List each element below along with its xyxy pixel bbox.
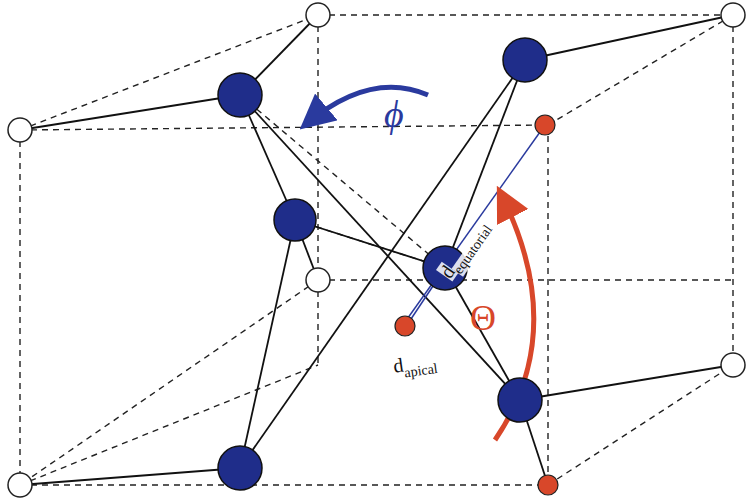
distance-label: dapical — [392, 350, 438, 377]
equatorial-bond — [405, 125, 545, 322]
angle-label: ϕ — [384, 95, 404, 133]
distance-subscript: equatorial — [452, 223, 496, 277]
phi-arc — [305, 87, 428, 125]
distance-symbol: d — [392, 355, 405, 376]
angle-label: Θ — [470, 300, 496, 336]
oxygen-atoms — [218, 38, 547, 490]
a-site-atoms — [8, 3, 745, 497]
unit-cell — [20, 15, 733, 485]
distance-subscript: apical — [404, 362, 439, 381]
b-site-atoms — [395, 115, 558, 495]
bonds — [20, 15, 733, 485]
